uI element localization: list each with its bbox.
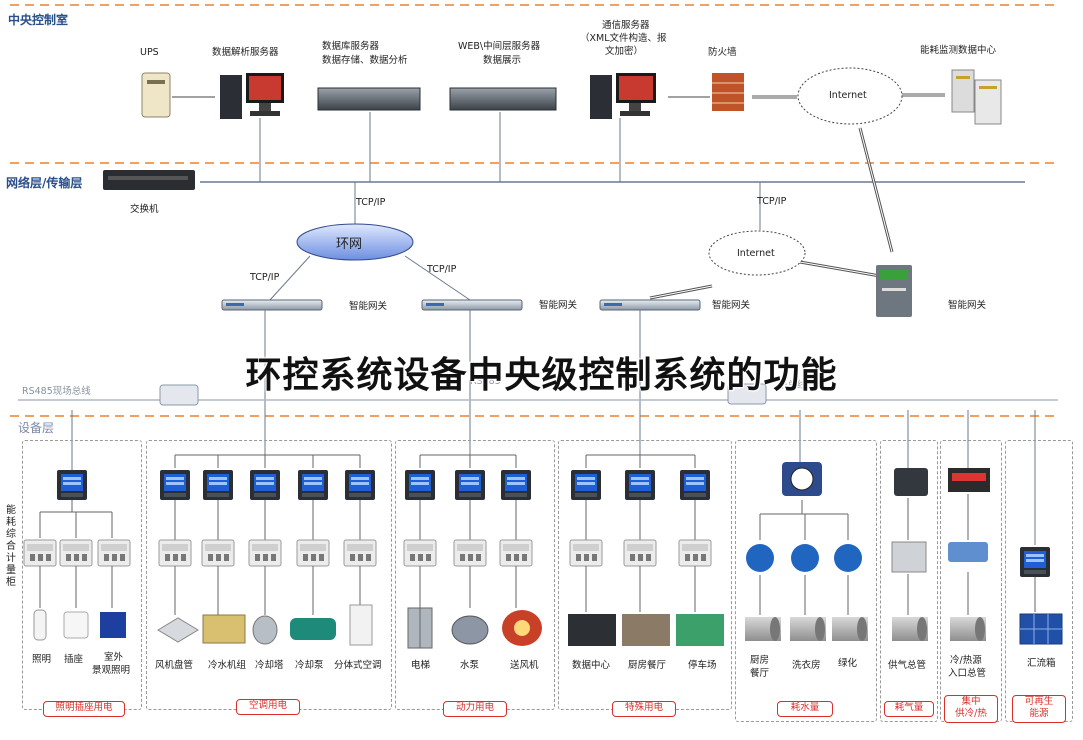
gateway-label-1: 智能网关 (349, 301, 388, 312)
item-label: 室外 (104, 652, 124, 663)
group-tag-renewable-line2: 能源 (1029, 708, 1049, 719)
group-tag-hvac: 空调用电 (236, 699, 300, 715)
item-label: 冷却泵 (295, 660, 324, 671)
comm-server-label-3: 文加密） (605, 46, 644, 57)
trunk-bus-label: 干总线 (778, 380, 807, 391)
item-label: 停车场 (688, 660, 717, 671)
parse-server-label: 数据解析服务器 (212, 47, 279, 58)
item-label: 厨房 (750, 655, 770, 666)
group-tag-lighting: 照明插座用电 (43, 701, 125, 717)
firewall-icon (712, 73, 744, 111)
comm-server-pc (590, 73, 656, 119)
db-server-label-2: 数据存储、数据分析 (322, 55, 408, 66)
internet-cloud-top (797, 67, 903, 125)
parse-server-pc (220, 73, 284, 119)
section-network-layer: 网络层/传输层 (6, 176, 83, 190)
gateway-label-2: 智能网关 (539, 300, 578, 311)
comm-server-label-1: 通信服务器 (602, 20, 650, 31)
main-water-meter (782, 462, 822, 496)
group-tag-cooling-line2: 供冷/热 (955, 708, 987, 719)
web-server-label-1: WEB\中间层服务器 (458, 41, 541, 52)
tcpip-label-3: TCP/IP (427, 264, 457, 275)
item-label: 入口总管 (948, 668, 987, 679)
internet-label-top: Internet (829, 90, 867, 101)
item-label: 汇流箱 (1027, 658, 1056, 669)
group-box-renewable (1005, 440, 1073, 722)
group-box-water (735, 440, 877, 722)
bus-converter-right (727, 383, 767, 405)
web-server-label-2: 数据展示 (483, 55, 522, 66)
group-tag-power: 动力用电 (443, 701, 507, 717)
overlay-title: 环控系统设备中央级控制系统的功能 (245, 355, 838, 396)
item-label: 冷水机组 (208, 660, 247, 671)
energy-center-label: 能耗监测数据中心 (920, 45, 997, 56)
item-label: 风机盘管 (155, 660, 194, 671)
rs485-bus-label: RS485现场总线 (22, 386, 91, 397)
gateway-label-3: 智能网关 (712, 300, 751, 311)
ups-device (141, 72, 171, 118)
item-label: 冷却塔 (255, 660, 284, 671)
db-server-label-1: 数据库服务器 (322, 41, 380, 52)
group-tag-cooling: 集中 供冷/热 (944, 695, 998, 723)
group-tag-renewable: 可再生 能源 (1012, 695, 1066, 723)
gateway-label-4: 智能网关 (948, 300, 987, 311)
tcpip-label-1: TCP/IP (356, 197, 386, 208)
db-server-rack (317, 87, 421, 111)
item-label: 分体式空调 (334, 660, 382, 671)
bus-converter-left (159, 384, 199, 406)
item-label: 厨房餐厅 (628, 660, 667, 671)
firewall-label: 防火墙 (708, 47, 737, 58)
tcpip-label-4: TCP/IP (757, 196, 787, 207)
item-label: 送风机 (510, 660, 539, 671)
item-label: 洗衣房 (792, 660, 821, 671)
group-tag-cooling-line1: 集中 (961, 696, 981, 707)
group-tag-special: 特殊用电 (612, 701, 676, 717)
item-label: 景观照明 (92, 665, 131, 676)
group-tag-water: 耗水量 (777, 701, 833, 717)
gateway-device-right (876, 265, 912, 317)
comm-server-label-2: （XML文件构造、报 (580, 33, 667, 44)
item-label: 数据中心 (572, 660, 611, 671)
item-label: 照明 (32, 654, 52, 665)
item-label: 水泵 (460, 660, 480, 671)
item-label: 插座 (64, 654, 84, 665)
internet-cloud-mid (708, 230, 806, 276)
item-label: 餐厅 (750, 668, 770, 679)
item-label: 绿化 (838, 658, 858, 669)
item-label: 冷/热源 (950, 655, 982, 666)
section-central-control: 中央控制室 (8, 13, 69, 27)
ring-network-label: 环网 (336, 237, 363, 252)
group-tag-renewable-line1: 可再生 (1024, 696, 1054, 707)
section-device-layer: 设备层 (18, 421, 55, 435)
data-center-servers (951, 69, 1002, 125)
internet-label-mid: Internet (737, 248, 775, 259)
energy-cabinet-label: 能耗综合计量柜 (6, 505, 16, 588)
item-label: 供气总管 (888, 660, 927, 671)
group-box-gas (880, 440, 938, 722)
ups-label: UPS (140, 47, 159, 58)
rs485-mid-label: RS485 (470, 376, 501, 387)
switch-label: 交换机 (130, 204, 159, 215)
group-tag-gas: 耗气量 (884, 701, 934, 717)
tcpip-label-2: TCP/IP (250, 272, 280, 283)
web-server-rack (449, 87, 557, 111)
item-label: 电梯 (411, 660, 431, 671)
